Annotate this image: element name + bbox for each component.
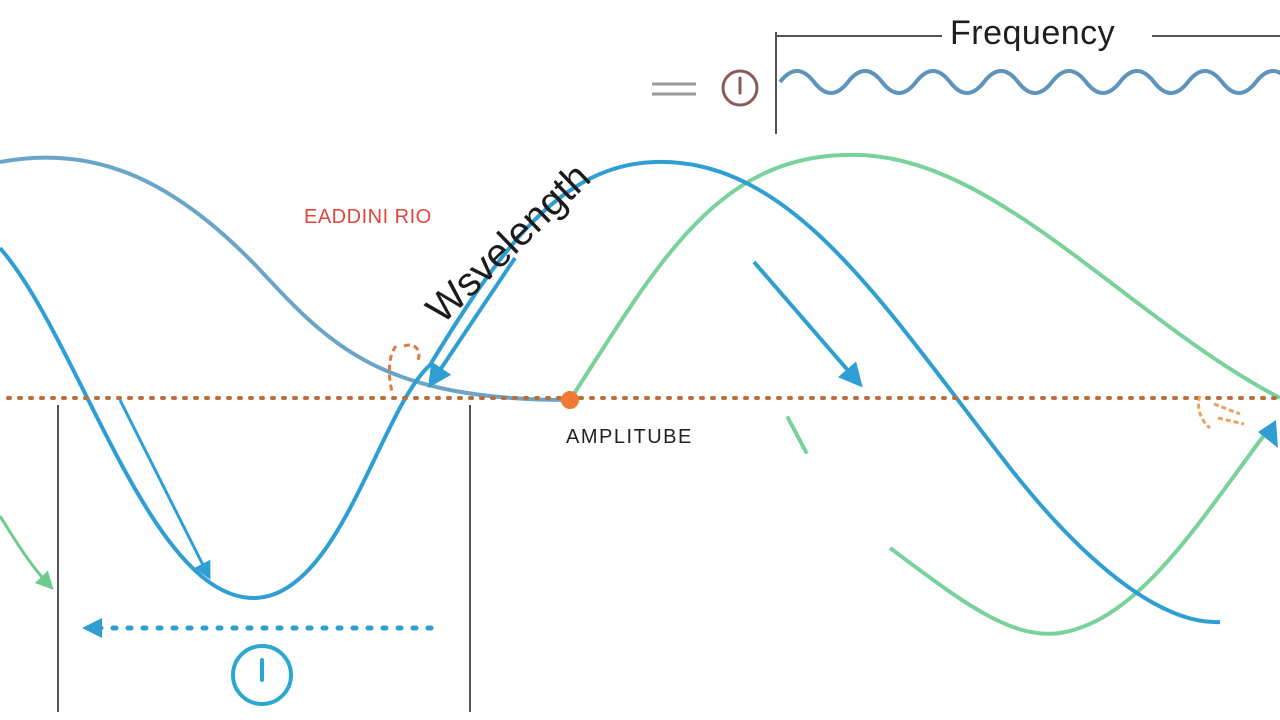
frequency-label: Frequency bbox=[950, 14, 1116, 52]
baseline-marker-dot bbox=[561, 391, 579, 409]
blue-wave bbox=[0, 159, 1221, 625]
blue-arrow-edge bbox=[1258, 420, 1278, 448]
equals-icon bbox=[652, 82, 696, 96]
blue-arrow-right bbox=[752, 260, 863, 388]
blue-arrow-wavelength bbox=[427, 256, 517, 388]
orange-bracket-mark bbox=[387, 343, 421, 393]
amplitude-label: AMPLITUBE bbox=[566, 426, 693, 448]
green-tick bbox=[786, 416, 808, 454]
blue-arrow-left bbox=[118, 399, 211, 580]
green-wave-lower bbox=[888, 428, 1270, 636]
bottom-clock-icon bbox=[231, 644, 293, 706]
period-arrowhead bbox=[82, 618, 102, 638]
green-arrow-left bbox=[0, 515, 54, 590]
top-clock-icon bbox=[721, 69, 759, 107]
orange-edge-mark bbox=[1196, 395, 1245, 430]
green-wave bbox=[568, 152, 1280, 402]
frequency-wave bbox=[778, 69, 1280, 95]
red-caption-label: EADDINI RIO bbox=[304, 206, 432, 228]
